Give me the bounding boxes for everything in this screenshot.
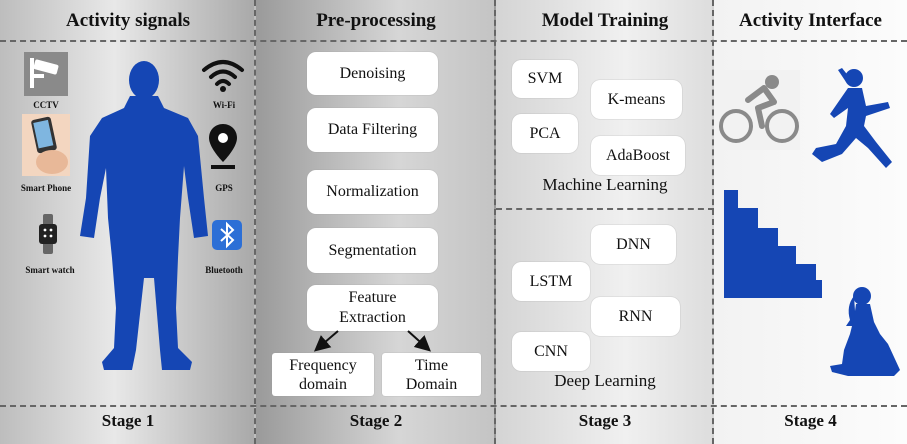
feature-extraction-line1: Feature [348, 289, 397, 306]
model-kmeans: K-means [591, 80, 682, 119]
cctv-label: CCTV [33, 100, 59, 110]
model-cnn: CNN [512, 332, 590, 371]
header-divider [0, 40, 907, 42]
stage-label-1: Stage 1 [101, 411, 155, 430]
person-silhouette [80, 61, 208, 370]
stage-title-2: Pre-processing [316, 10, 436, 31]
gps-label: GPS [215, 183, 233, 193]
arrow-to-frequency [313, 330, 339, 352]
time-domain-line1: Time [414, 356, 449, 374]
stage-label-3: Stage 3 [578, 411, 632, 430]
gps-icon [209, 124, 237, 169]
stage-label-4: Stage 4 [784, 411, 837, 430]
ml-caption: Machine Learning [542, 175, 668, 194]
smartwatch-label: Smart watch [25, 265, 75, 275]
bluetooth-icon [212, 220, 242, 250]
running-icon [812, 68, 892, 168]
stage-title-4: Activity Interface [739, 10, 882, 31]
frequency-domain-line2: domain [299, 375, 347, 393]
smartwatch-icon [39, 214, 57, 254]
ml-dl-divider [496, 208, 714, 210]
wifi-label: Wi-Fi [212, 100, 236, 110]
step-denoising: Denoising [307, 52, 438, 95]
bluetooth-label: Bluetooth [205, 265, 243, 275]
stage-title-3: Model Training [541, 10, 669, 31]
model-lstm: LSTM [512, 262, 590, 301]
step-feature-extraction: Feature Extraction [307, 285, 438, 331]
wifi-icon [202, 60, 244, 92]
smartphone-icon [22, 114, 70, 176]
stage-title-1: Activity signals [65, 10, 191, 31]
feature-extraction-line2: Extraction [339, 309, 406, 326]
arrow-to-time [407, 330, 431, 352]
model-rnn: RNN [591, 297, 680, 336]
smartphone-label: Smart Phone [20, 183, 72, 193]
sitting-icon [830, 287, 900, 376]
step-normalization: Normalization [307, 170, 438, 214]
cycling-icon [718, 70, 800, 150]
model-pca: PCA [512, 114, 578, 153]
dl-caption: Deep Learning [554, 371, 656, 390]
model-dnn: DNN [591, 225, 676, 264]
cctv-icon [24, 52, 68, 96]
stage-label-2: Stage 2 [349, 411, 403, 430]
footer-divider [0, 405, 907, 407]
time-domain-line2: Domain [405, 375, 458, 393]
step-data-filtering: Data Filtering [307, 108, 438, 152]
frequency-domain-line1: Frequency [289, 356, 357, 374]
stairs-icon [724, 190, 822, 298]
model-svm: SVM [512, 60, 578, 98]
frequency-domain-box: Frequency domain [272, 353, 374, 396]
step-segmentation: Segmentation [307, 228, 438, 273]
model-adaboost: AdaBoost [591, 136, 685, 175]
time-domain-box: Time Domain [382, 353, 481, 396]
